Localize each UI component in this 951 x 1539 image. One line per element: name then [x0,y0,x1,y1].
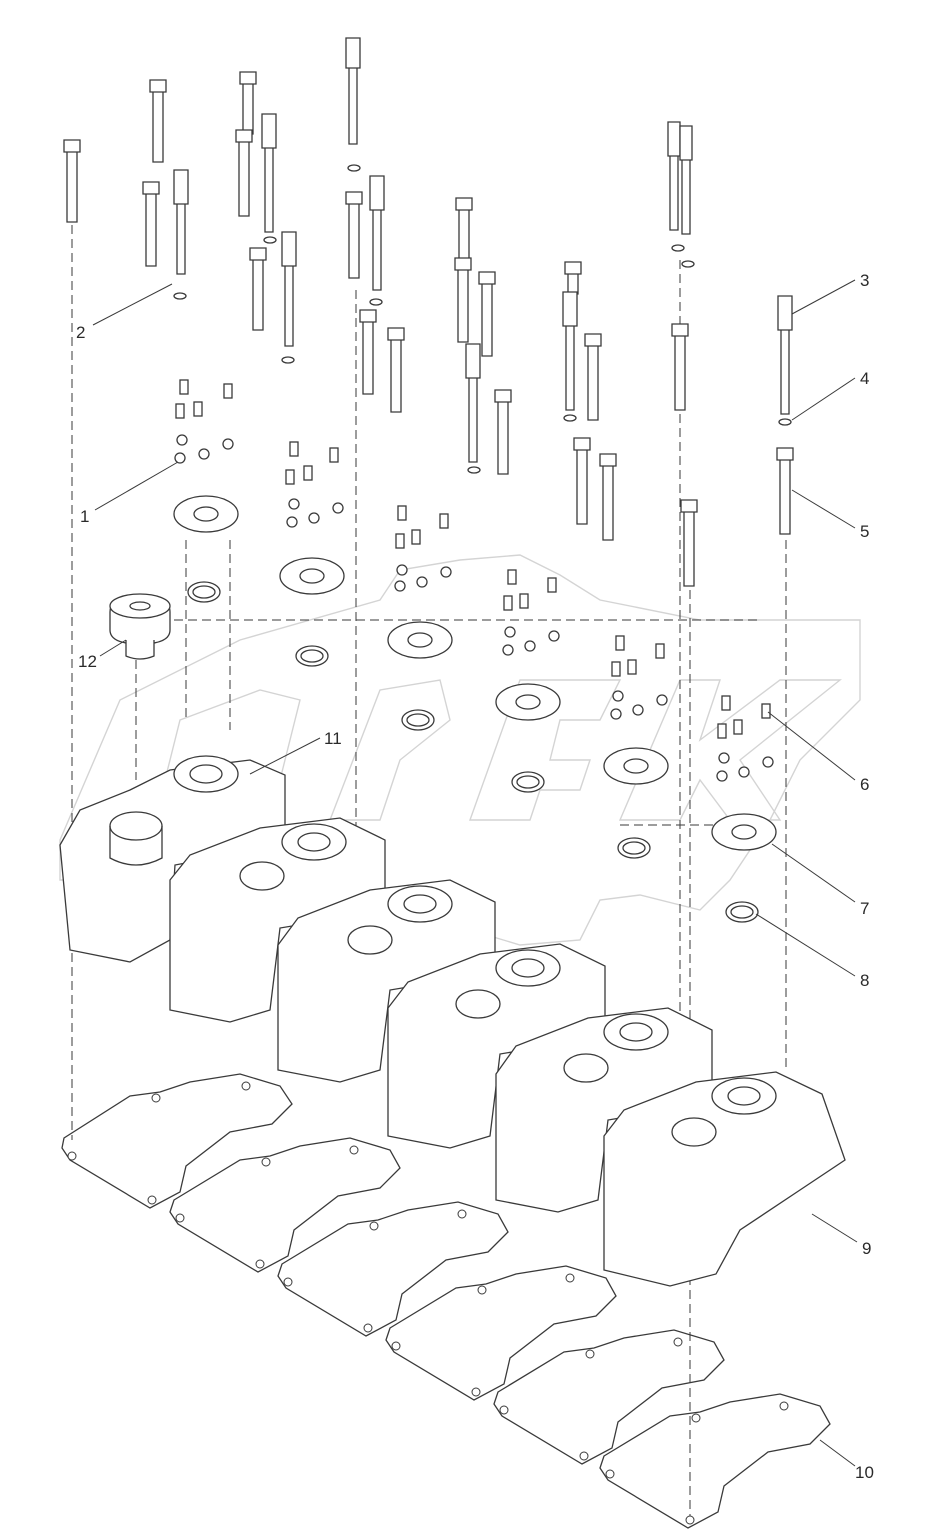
screw-cluster [502,569,560,656]
bolt [63,139,81,223]
screw-cluster [174,379,234,464]
bolt [776,447,794,535]
callout-labels: 1 2 3 4 5 6 7 8 9 10 11 12 [76,271,874,1482]
gasket [169,1137,401,1273]
washers-group [173,164,792,474]
stud-bolt [465,343,481,463]
screw-clusters [174,379,774,782]
flange [279,557,345,595]
flange [173,495,239,533]
callout-11: 11 [324,729,342,748]
stud-bolt [777,295,793,415]
oil-filler-cap [109,593,171,660]
gaskets-group [61,1073,831,1529]
bolt [249,247,267,331]
stud-bolt [667,121,681,231]
screw-cluster [610,635,668,720]
gasket [599,1393,831,1529]
callout-3: 3 [860,271,869,290]
seal-rings-group [187,581,759,923]
flange [495,683,561,721]
bolt [494,389,512,475]
bolt [345,191,363,279]
screw-cluster [394,505,452,592]
bolt [584,333,602,421]
bolt [454,257,472,343]
flange [603,747,669,785]
flange [387,621,453,659]
callout-6: 6 [860,775,869,794]
gasket [493,1329,725,1465]
cover-section [169,817,386,1023]
stud-bolt [679,125,693,235]
long-bolts-group [63,71,794,587]
stud-bolt [369,175,385,291]
bolt [671,323,689,411]
bolt [564,261,582,295]
stud-bolt [173,169,189,275]
callout-9: 9 [862,1239,871,1258]
callout-1: 1 [80,507,89,526]
callout-7: 7 [860,899,869,918]
bolt [387,327,405,413]
bolt [455,197,473,261]
callout-2: 2 [76,323,85,342]
cover-section [603,1071,846,1287]
bolt [149,79,167,163]
stud-bolt [562,291,578,411]
bolt [599,453,617,541]
bolt [680,499,698,587]
callout-8: 8 [860,971,869,990]
bolt [239,71,257,135]
stud-bolt [261,113,277,233]
bolt [142,181,160,267]
callout-12: 12 [78,652,97,671]
callout-5: 5 [860,522,869,541]
bolt [359,309,377,395]
gasket [385,1265,617,1401]
flanges-group [173,495,777,851]
stud-bolts-group [173,37,793,463]
screw-cluster [285,441,344,528]
callout-10: 10 [855,1463,874,1482]
stud-bolt [281,231,297,347]
screw-cluster [716,695,774,782]
bolt [573,437,591,525]
callout-4: 4 [860,369,869,388]
stud-bolt [345,37,361,145]
bolt [478,271,496,357]
gasket [277,1201,509,1337]
cover-section [59,755,286,963]
bolt [235,129,253,217]
gasket [61,1073,293,1209]
flange [711,813,777,851]
cover-section [495,1007,713,1213]
valve-cover-assembly [59,755,846,1287]
leader-lines [92,279,858,1467]
